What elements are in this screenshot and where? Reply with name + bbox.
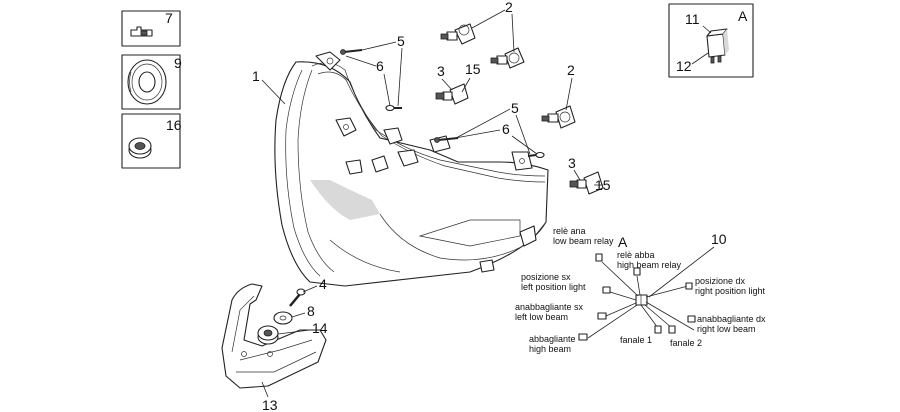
part-box-16[interactable]: 16 (121, 113, 182, 169)
bulb-3-right[interactable] (569, 171, 604, 195)
label-high-it: abbagliante (529, 334, 576, 344)
screw-5-top[interactable] (340, 49, 403, 112)
callout-12: 12 (676, 58, 692, 74)
callout-16: 16 (166, 117, 182, 133)
detail-letter-a-wiring: A (618, 234, 628, 250)
label-high-relay-it: relè abba (617, 250, 655, 260)
callout-2a: 2 (505, 0, 513, 15)
label-high-relay-en: high beam relay (617, 260, 682, 270)
callout-9: 9 (174, 55, 182, 71)
label-low-sx-en: left low beam (515, 312, 568, 322)
callout-10: 10 (711, 231, 727, 247)
part-box-9[interactable]: 9 (121, 54, 182, 110)
bulb-3-top[interactable] (435, 83, 469, 105)
bulb-2-mid[interactable] (490, 47, 525, 69)
callout-14: 14 (312, 320, 328, 336)
callout-5a: 5 (397, 33, 405, 49)
label-pos-dx-it: posizione dx (695, 276, 746, 286)
callout-4: 4 (319, 276, 327, 292)
detail-letter-a: A (738, 8, 748, 24)
label-high-en: high beam (529, 344, 571, 354)
label-low-relay-en: low beam relay (553, 236, 614, 246)
label-pos-sx-it: posizione sx (521, 272, 571, 282)
callout-6b: 6 (502, 121, 510, 137)
bulb-2-top[interactable] (440, 23, 476, 45)
label-pos-dx-en: right position light (695, 286, 766, 296)
callout-8: 8 (307, 303, 315, 319)
headlight-assembly[interactable] (274, 51, 549, 287)
callout-3b: 3 (568, 155, 576, 171)
screw-4[interactable] (289, 288, 306, 307)
callout-6a: 6 (376, 58, 384, 74)
callout-2b: 2 (567, 62, 575, 78)
callout-13: 13 (262, 397, 278, 412)
label-low-sx-it: anabbagliante sx (515, 302, 584, 312)
callout-7: 7 (165, 10, 173, 26)
callout-3a: 3 (437, 63, 445, 79)
label-fanale-2: fanale 2 (670, 338, 702, 348)
callout-11: 11 (685, 11, 700, 27)
lower-fairing-13[interactable] (221, 283, 327, 389)
callout-15a: 15 (465, 61, 481, 77)
label-pos-sx-en: left position light (521, 282, 586, 292)
callouts-main: 1 2 2 3 3 15 15 5 6 5 6 4 8 14 13 (252, 0, 611, 412)
wiring-harness-10[interactable]: A 10 relè ana low beam relay relè abba h… (515, 226, 766, 354)
callout-5b: 5 (511, 100, 519, 116)
label-low-dx-it: anabbagliante dx (697, 314, 766, 324)
washer-8[interactable] (273, 311, 293, 325)
part-box-7[interactable]: 7 (121, 10, 181, 47)
detail-box-a[interactable]: 11 12 A (668, 3, 754, 78)
label-low-relay-it: relè ana (553, 226, 586, 236)
label-low-dx-en: right low beam (697, 324, 756, 334)
bulb-2-right[interactable] (541, 105, 576, 129)
callout-1: 1 (252, 68, 260, 84)
label-fanale-1: fanale 1 (620, 335, 652, 345)
grommet-14[interactable] (257, 325, 279, 345)
